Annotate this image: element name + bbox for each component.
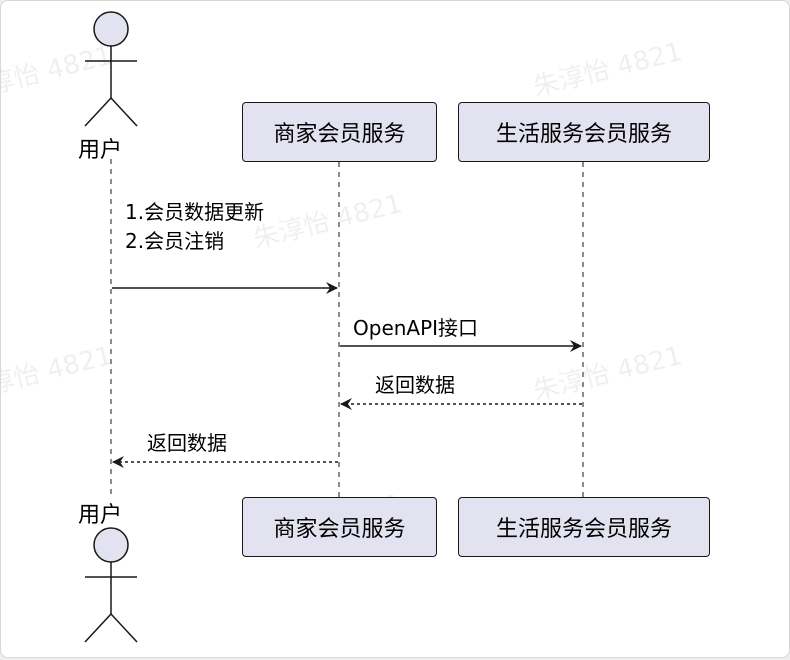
participant-merchant-bottom: 商家会员服务 [242, 497, 437, 557]
message-label-2: OpenAPI接口 [353, 316, 479, 340]
message-label-4: 返回数据 [147, 431, 227, 455]
participant-life-bottom: 生活服务会员服务 [458, 497, 710, 557]
stick-figure-actor-icon [84, 11, 138, 127]
participant-merchant-top: 商家会员服务 [242, 102, 437, 162]
message-label-1-line-2: 2.会员注销 [125, 229, 225, 253]
participant-life-top: 生活服务会员服务 [458, 102, 710, 162]
message-label-3: 返回数据 [375, 373, 455, 397]
actor-label-bottom: 用户 [78, 503, 123, 528]
message-label-1-line-1: 1.会员数据更新 [125, 200, 265, 224]
actor-label-top: 用户 [78, 138, 123, 163]
stick-figure-actor-icon [84, 527, 138, 643]
